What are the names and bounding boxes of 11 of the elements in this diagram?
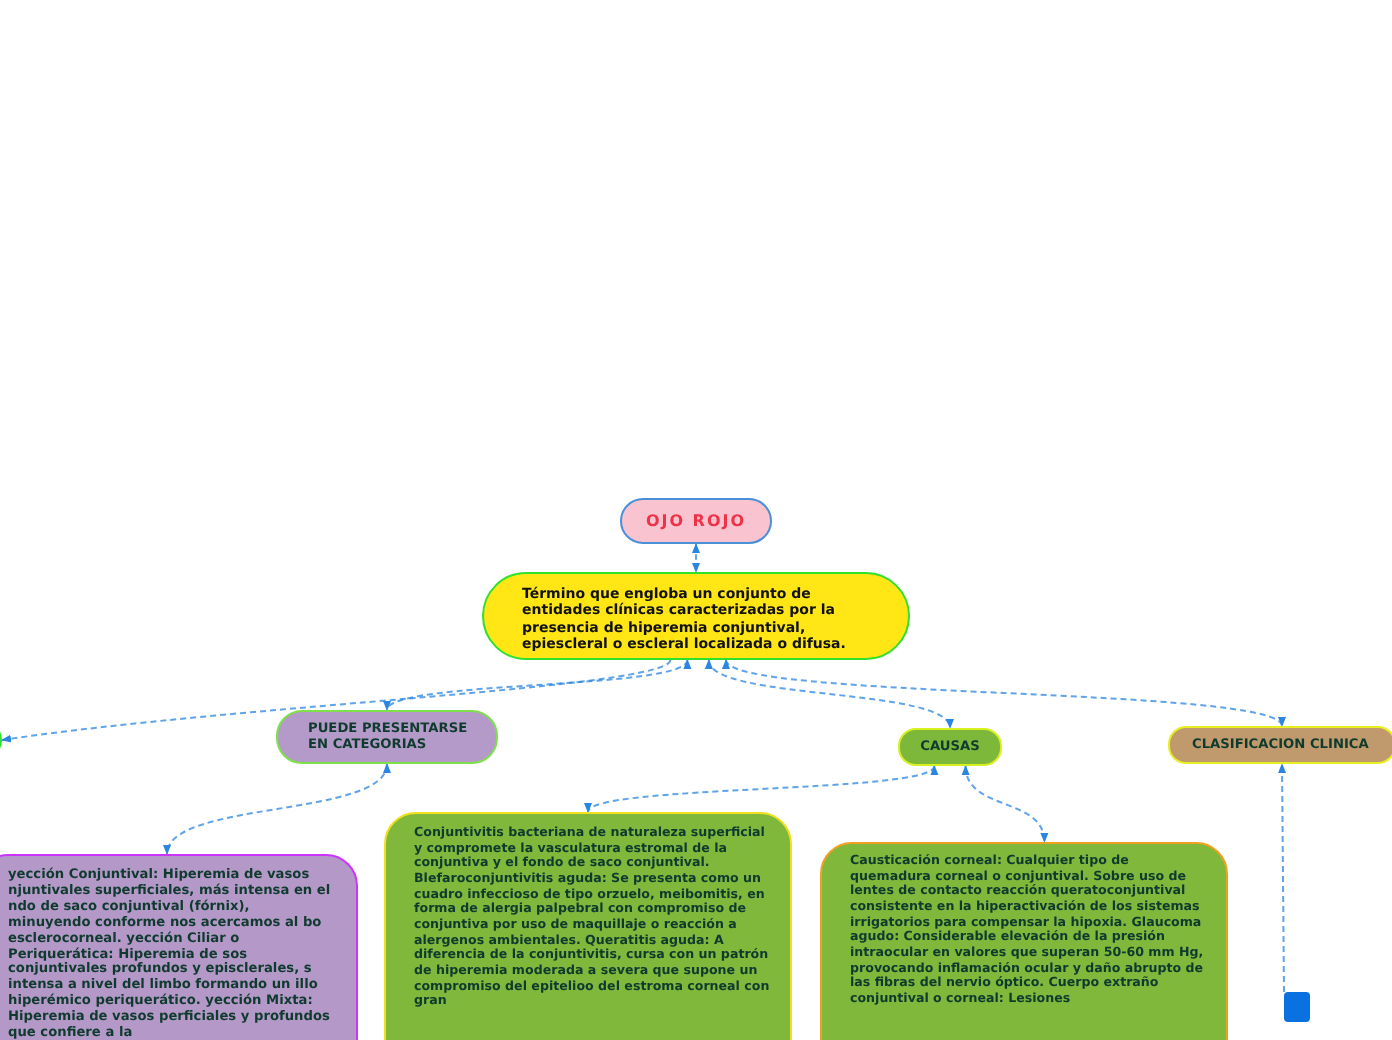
connector-arrow: [707, 659, 951, 729]
connector-arrow: [386, 659, 689, 711]
connector-arrow: [724, 659, 1283, 727]
topic-node: OJO ROJO: [620, 498, 772, 544]
connector-arrow: [1, 659, 672, 743]
connector-arrow: [166, 763, 388, 855]
connector-arrow: [692, 543, 700, 573]
connector-arrow: [963, 765, 1047, 843]
connector-arrow: [1278, 763, 1287, 993]
topic-node: [1284, 992, 1310, 1022]
connector-arrow: [587, 765, 936, 813]
